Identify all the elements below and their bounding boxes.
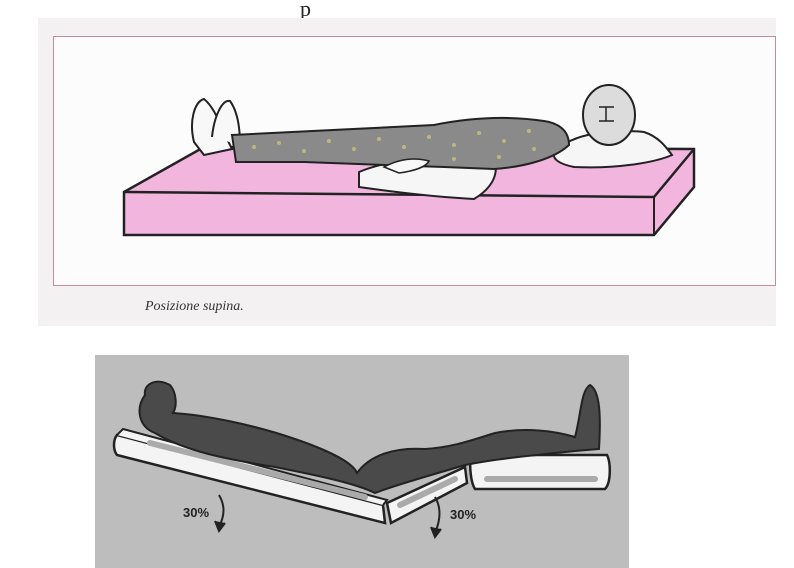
angled-cushion-illustration-panel: 30% 30% xyxy=(95,355,629,568)
angled-cushion-drawing: 30% 30% xyxy=(95,355,629,568)
angle-arrow-left xyxy=(215,495,225,531)
supine-illustration-frame xyxy=(53,36,776,286)
illustration-caption: Posizione supina. xyxy=(145,299,244,315)
supine-position-drawing xyxy=(54,37,777,287)
angle-arrow-right xyxy=(431,497,441,537)
angle-label-right: 30% xyxy=(450,507,476,522)
head xyxy=(583,85,635,145)
angle-label-left: 30% xyxy=(183,505,209,520)
